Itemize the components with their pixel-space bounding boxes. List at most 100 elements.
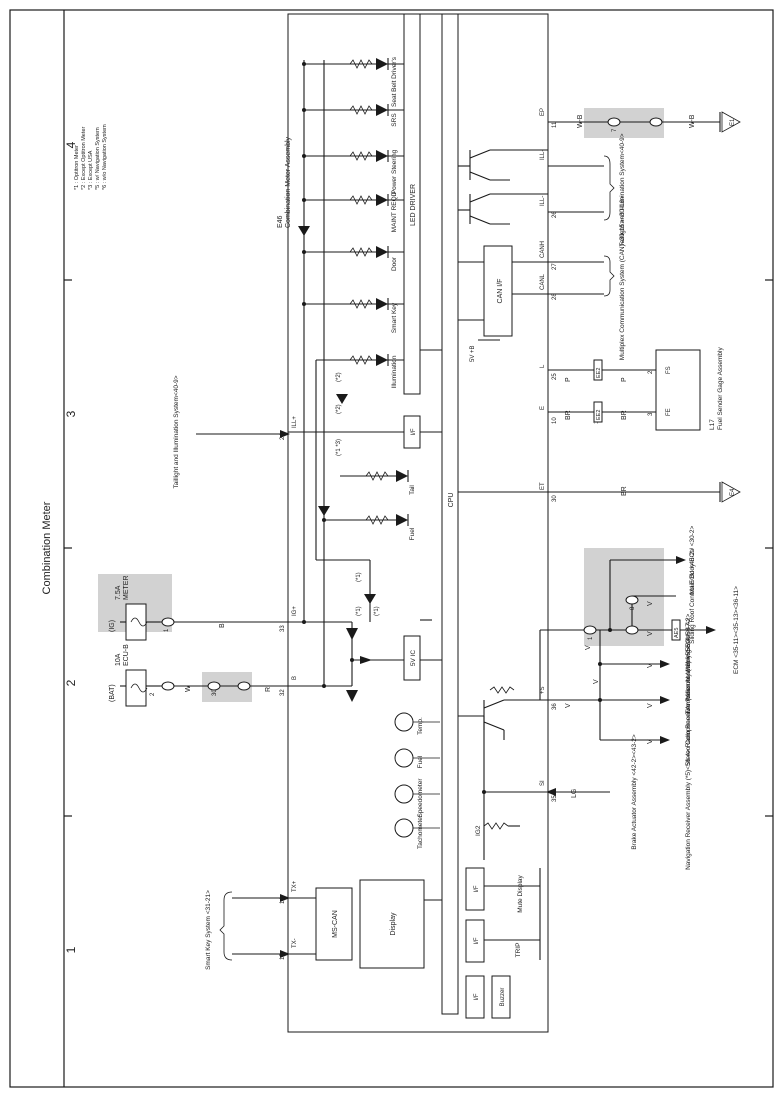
ae-label: AE5 [674, 628, 680, 638]
external-label: Navigation Receiver Assembly (*5)<56-4> … [685, 618, 692, 870]
gauge-label: Speedometer [417, 778, 424, 818]
ee-connector [593, 359, 603, 381]
wire-color: W-B [689, 114, 696, 128]
fuel-sender-name: Fuel Sender Gage Assembly [717, 347, 724, 430]
pin-number: 25 [552, 373, 558, 380]
note: *1 : Optitron Meter [74, 145, 80, 190]
note: *3 : Except USA [88, 150, 94, 190]
wire-color: V [585, 645, 592, 650]
connector-number: 7 [612, 128, 618, 132]
wire-color: V [593, 679, 600, 684]
external-label: Sliding Roof Control ECU <48-2> [689, 548, 696, 644]
pin-label: E [540, 406, 546, 410]
fuse-source: (IG) [109, 620, 116, 632]
fuse-amp: 10A [115, 653, 122, 666]
pin-number: 32 [280, 689, 286, 696]
indicator-label: Door [391, 256, 398, 271]
diode-icon [298, 226, 376, 702]
meter-name: Combination Meter Assembly [285, 136, 292, 228]
pin-label: CANL [540, 273, 546, 290]
pin-label: B [292, 676, 298, 680]
pin-number: 27 [552, 263, 558, 270]
external-label: Smart Key System <31-21> [205, 890, 212, 970]
connector-number: 8 [630, 606, 636, 610]
wire-color: BR [621, 410, 628, 420]
gauge-icon [394, 712, 440, 838]
connector-number: 3 [648, 412, 654, 416]
note: *5 : w/ Navigation System [95, 127, 101, 190]
pin-number: 26 [552, 211, 558, 218]
pin-label: ILL- [540, 150, 546, 160]
indicator-label: Illumination [391, 355, 398, 388]
if-label: I/F [411, 428, 417, 435]
external-label: ECM <35-11><35-13><36-11> [733, 586, 740, 674]
indicator-label: MAINT REQD [391, 191, 398, 232]
pin-number: 28 [552, 293, 558, 300]
pin-number: 33 [280, 625, 286, 632]
external-label: Multiplex Communication System (CAN)<30-… [619, 196, 626, 361]
fuse-amp: 7.5A [115, 585, 122, 600]
connector-number: 2 [150, 692, 156, 696]
pin-label: TX- [292, 938, 298, 948]
indicator-label: Seat Belt Driver's [391, 56, 398, 107]
transistor-icon [458, 149, 548, 225]
ig2-label: IG2 [475, 825, 482, 836]
pin-label: L [540, 364, 546, 368]
arrow-icon [546, 788, 556, 796]
wire-color: V [647, 739, 654, 744]
ee-connector [593, 401, 603, 423]
marker: (*2) [336, 404, 342, 414]
fuel-sender-code: L17 [709, 419, 716, 430]
can-if-label: CAN I/F [497, 279, 504, 304]
cpu-label: CPU [448, 493, 455, 508]
ee-label: EE2 [596, 368, 602, 378]
marker: (*2) [336, 372, 342, 382]
connector-number: 1 [164, 628, 170, 632]
fuse-name: METER [123, 576, 130, 601]
can-if-block [483, 245, 513, 337]
arrow-icon [660, 660, 670, 668]
led-driver-label: LED DRIVER [410, 184, 417, 226]
wire-color: B [219, 623, 226, 628]
arrow-icon [660, 696, 670, 704]
indicator-label: Tail [409, 485, 416, 495]
external-label: Taillight and Illumination System<40-9> [173, 375, 180, 488]
fuel-sender-gage [655, 349, 701, 431]
transistor-icon [458, 699, 548, 740]
connector-ellipse [161, 117, 663, 691]
note: *2 : Except Optitron Meter [81, 127, 87, 190]
wire-color: W [185, 685, 192, 692]
pin-label: SI [540, 780, 546, 786]
grid-number: 2 [64, 679, 78, 686]
external-label: Brake Actuator Assembly <42-2><43-2> [631, 734, 638, 849]
wire-color: P [621, 377, 628, 382]
arrow-icon [280, 894, 290, 902]
wire-color: V [565, 703, 572, 708]
diagram-title: Combination Meter [41, 501, 53, 594]
ee-label: EE2 [596, 410, 602, 420]
page-frame [9, 9, 774, 1088]
pin-number: 30 [552, 495, 558, 502]
indicator-label: Fuel [409, 527, 416, 540]
wire-color: V [647, 663, 654, 668]
if-label: I/F [474, 993, 480, 1000]
pin-label: ILL- [540, 196, 546, 206]
external-label: Main Body ECU <30-2> [689, 525, 696, 594]
mute-display-label: Mute Display [517, 874, 524, 912]
grid-number: 4 [64, 141, 78, 148]
gauge-label: Fuel [417, 755, 424, 768]
external-label: Taillight and Illumination System<40-9> [619, 133, 626, 246]
connector-number: 1 [588, 636, 594, 640]
grid-number: 1 [64, 946, 78, 953]
led-driver-block [403, 13, 421, 395]
connector-number: 2 [648, 370, 654, 374]
ms-can-label: MS-CAN [332, 910, 339, 938]
if-label: I/F [474, 937, 480, 944]
pin-label: EP [540, 108, 546, 116]
indicator-label: SRS [391, 113, 398, 127]
arrow-icon [676, 556, 686, 564]
pin-number: 36 [552, 703, 558, 710]
meter-code: E46 [277, 215, 284, 228]
wire-color: P [565, 377, 572, 382]
